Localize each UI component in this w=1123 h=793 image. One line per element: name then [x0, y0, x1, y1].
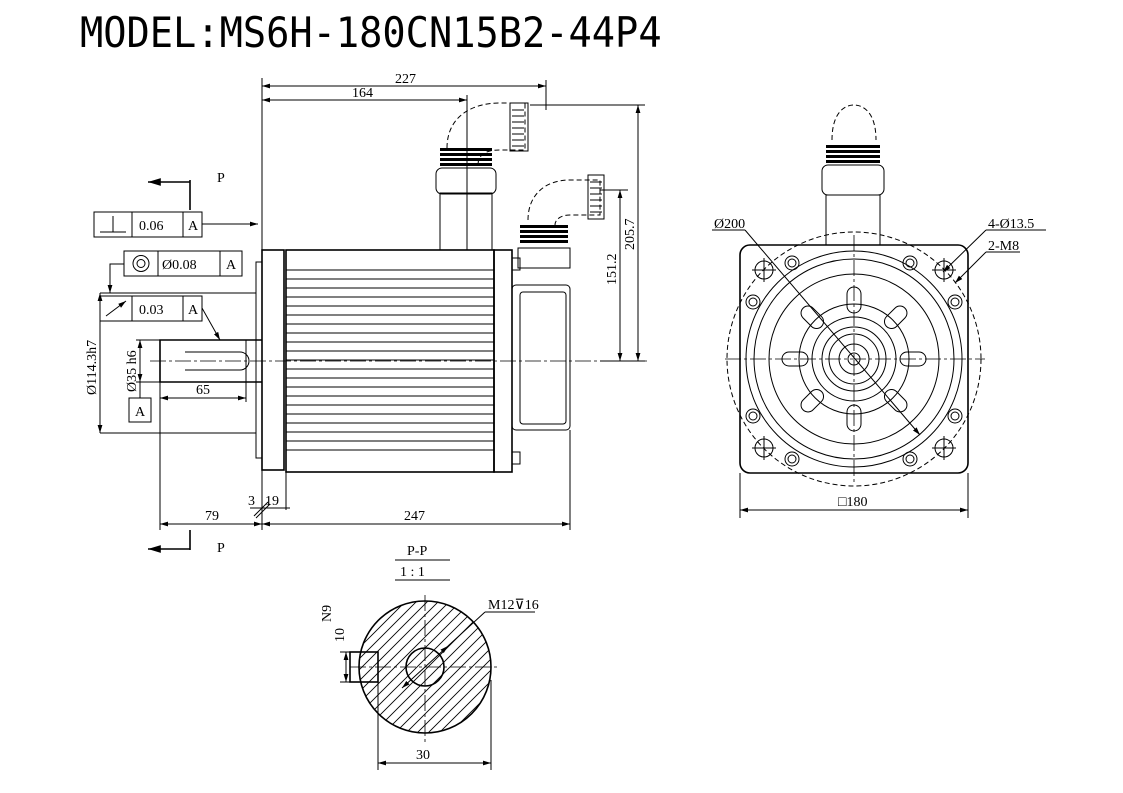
section-hatch: [359, 601, 491, 733]
section-scale: 1 : 1: [400, 565, 425, 580]
encoder-connector-base: [517, 247, 571, 269]
front-connector: [825, 194, 881, 246]
encoder-connector-rings: [520, 225, 568, 243]
svg-text:A: A: [188, 303, 199, 318]
section-marker-top: P: [217, 171, 225, 186]
dim-227: 227: [395, 72, 416, 87]
dim-164: 164: [352, 86, 373, 101]
mount-holes: [745, 255, 963, 467]
power-connector-base: [439, 192, 493, 251]
front-pcd: Ø200: [714, 217, 745, 232]
dim-pilot-dia: Ø114.3h7: [85, 340, 100, 395]
dim-151-2: 151.2: [605, 254, 620, 286]
front-view: Ø200 4-Ø13.5 2-M8 □180: [712, 104, 1046, 518]
svg-text:A: A: [188, 219, 199, 234]
section-n9: N9: [320, 605, 335, 622]
svg-text:0.03: 0.03: [139, 303, 164, 318]
model-title: MODEL:MS6H-180CN15B2-44P4: [80, 8, 662, 57]
cooling-fins: [286, 269, 494, 451]
power-connector-rings: [440, 148, 492, 166]
section-view: P-P 1 : 1 M12⊽16 N9 10 30: [320, 544, 539, 770]
svg-text:0.06: 0.06: [139, 219, 164, 234]
section-width-30: 30: [416, 748, 430, 763]
shaft-keyway: [185, 351, 250, 371]
flange-step: [255, 261, 263, 459]
flange-plate: [261, 249, 285, 471]
encoder-box: [511, 284, 571, 431]
dim-19: 19: [265, 494, 279, 509]
dim-shaft-dia: Ø35 h6: [125, 350, 140, 392]
section-marker-bottom: P: [217, 541, 225, 556]
dim-65: 65: [196, 383, 210, 398]
front-threads: 2-M8: [988, 239, 1019, 254]
dim-205-7: 205.7: [623, 219, 638, 251]
front-square: □180: [838, 495, 867, 510]
dim-79: 79: [205, 509, 219, 524]
encoder-connector-elbow: [527, 179, 601, 226]
tolerance-runout: 0.03 A: [99, 295, 221, 341]
section-10: 10: [333, 628, 348, 642]
section-name: P-P: [407, 544, 427, 559]
tolerance-perpendicularity: 0.06 A: [93, 211, 258, 238]
svg-text:A: A: [226, 258, 237, 273]
tolerance-concentricity: Ø0.08 A: [107, 250, 243, 293]
svg-text:A: A: [135, 405, 146, 420]
dim-247: 247: [404, 509, 425, 524]
datum-a: A: [128, 382, 152, 423]
section-thread: M12⊽16: [488, 598, 539, 613]
svg-text:Ø0.08: Ø0.08: [162, 258, 197, 273]
side-view: 227 164 205.7 151.2 Ø114.3h7 Ø35 h6: [85, 72, 650, 556]
front-holes: 4-Ø13.5: [988, 217, 1034, 232]
dim-3: 3: [248, 494, 255, 509]
